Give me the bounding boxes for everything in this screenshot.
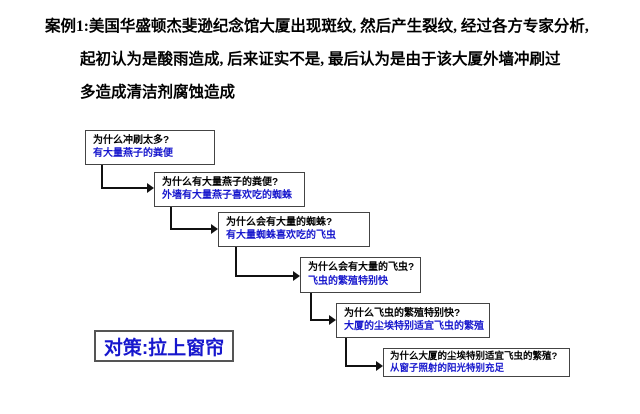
connector-line-horizontal bbox=[170, 228, 211, 230]
why-answer: 飞虫的繁殖特别快 bbox=[308, 276, 388, 287]
why-box-3: 为什么会有大量的蜘蛛? 有大量蜘蛛喜欢吃的飞虫 bbox=[218, 212, 370, 247]
why-answer: 有大量燕子的粪便 bbox=[93, 148, 173, 159]
countermeasure-label: 对策:拉上窗帘 bbox=[103, 337, 225, 359]
why-answer: 大厦的尘埃特别适宜飞虫的繁殖 bbox=[344, 321, 484, 332]
connector-line-vertical bbox=[101, 165, 103, 189]
arrowhead-icon bbox=[147, 183, 154, 193]
case-description-line-3: 多造成清洁剂腐蚀造成 bbox=[80, 84, 236, 101]
why-box-2: 为什么有大量燕子的粪便? 外墙有大量燕子喜欢吃的蜘蛛 bbox=[154, 172, 305, 207]
why-question: 为什么飞虫的繁殖特别快? bbox=[344, 308, 461, 319]
why-answer: 有大量蜘蛛喜欢吃的飞虫 bbox=[226, 230, 336, 241]
why-question: 为什么会有大量的飞虫? bbox=[308, 262, 415, 273]
why-question: 为什么会有大量的蜘蛛? bbox=[226, 217, 333, 228]
why-box-1: 为什么冲刷太多? 有大量燕子的粪便 bbox=[85, 130, 215, 165]
why-box-6: 为什么大厦的尘埃特别适宜飞虫的繁殖? 从窗子照射的阳光特别充足 bbox=[383, 348, 570, 377]
connector-line-horizontal bbox=[345, 365, 376, 367]
why-box-5: 为什么飞虫的繁殖特别快? 大厦的尘埃特别适宜飞虫的繁殖 bbox=[336, 303, 490, 338]
connector-line-vertical bbox=[345, 338, 347, 367]
why-question: 为什么有大量燕子的粪便? bbox=[162, 177, 279, 188]
connector-line-horizontal bbox=[310, 319, 329, 321]
arrowhead-icon bbox=[329, 315, 336, 325]
why-answer: 从窗子照射的阳光特别充足 bbox=[390, 363, 505, 374]
why-answer: 外墙有大量燕子喜欢吃的蜘蛛 bbox=[162, 190, 292, 201]
countermeasure-box: 对策:拉上窗帘 bbox=[94, 330, 234, 362]
arrowhead-icon bbox=[293, 271, 300, 281]
why-question: 为什么冲刷太多? bbox=[93, 135, 170, 146]
why-box-4: 为什么会有大量的飞虫? 飞虫的繁殖特别快 bbox=[300, 257, 421, 293]
connector-line-vertical bbox=[170, 207, 172, 230]
case-description: 案例1:美国华盛顿杰斐逊纪念馆大厦出现斑纹, 然后产生裂纹, 经过各方专家分析,… bbox=[45, 10, 605, 109]
connector-line-horizontal bbox=[101, 187, 147, 189]
connector-line-horizontal bbox=[235, 275, 293, 277]
case-description-line-2: 起初认为是酸雨造成, 后来证实不是, 最后认为是由于该大厦外墙冲刷过 bbox=[80, 51, 561, 68]
arrowhead-icon bbox=[376, 361, 383, 371]
case-description-line-1: 案例1:美国华盛顿杰斐逊纪念馆大厦出现斑纹, 然后产生裂纹, 经过各方专家分析, bbox=[45, 18, 589, 35]
why-question: 为什么大厦的尘埃特别适宜飞虫的繁殖? bbox=[390, 351, 558, 362]
arrowhead-icon bbox=[211, 224, 218, 234]
connector-line-vertical bbox=[235, 247, 237, 277]
connector-line-vertical bbox=[310, 293, 312, 321]
